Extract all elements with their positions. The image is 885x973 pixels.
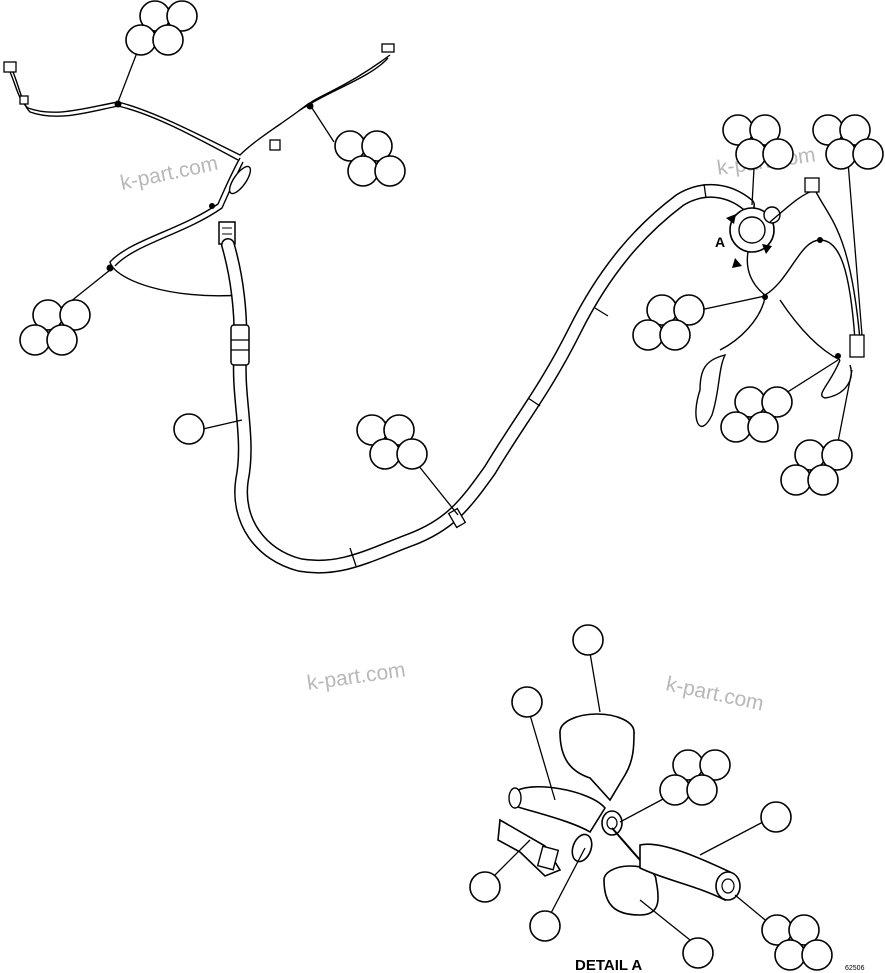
callout-single — [469, 839, 531, 903]
watermark: k-part.com — [664, 672, 766, 715]
detail-a-clamp-assembly — [497, 713, 741, 916]
detail-marker: A — [715, 234, 725, 250]
callout-single — [699, 801, 792, 856]
watermark: k-part.com — [305, 658, 406, 695]
upper-wire-harness — [3, 43, 395, 297]
callout-group — [734, 894, 833, 971]
callout-single — [639, 899, 714, 969]
watermark: k-part.com — [118, 152, 220, 195]
callout-group — [19, 269, 111, 356]
callout-group — [780, 369, 853, 496]
callout-group — [356, 414, 459, 516]
drawing-code: 62506 — [845, 965, 865, 972]
callout-single — [572, 624, 604, 713]
detail-caption: DETAIL A — [575, 957, 642, 973]
callout-group — [619, 749, 731, 823]
callout-group — [311, 107, 406, 187]
callout-single — [511, 686, 556, 801]
callout-group — [720, 359, 839, 443]
callout-group — [632, 294, 766, 351]
callout-group — [722, 114, 794, 206]
callout-group — [117, 0, 198, 103]
callout-group — [812, 114, 884, 336]
callout-single — [529, 847, 586, 942]
main-harness — [221, 183, 755, 574]
callout-single — [173, 413, 243, 445]
right-connector-cluster: A — [695, 177, 865, 427]
